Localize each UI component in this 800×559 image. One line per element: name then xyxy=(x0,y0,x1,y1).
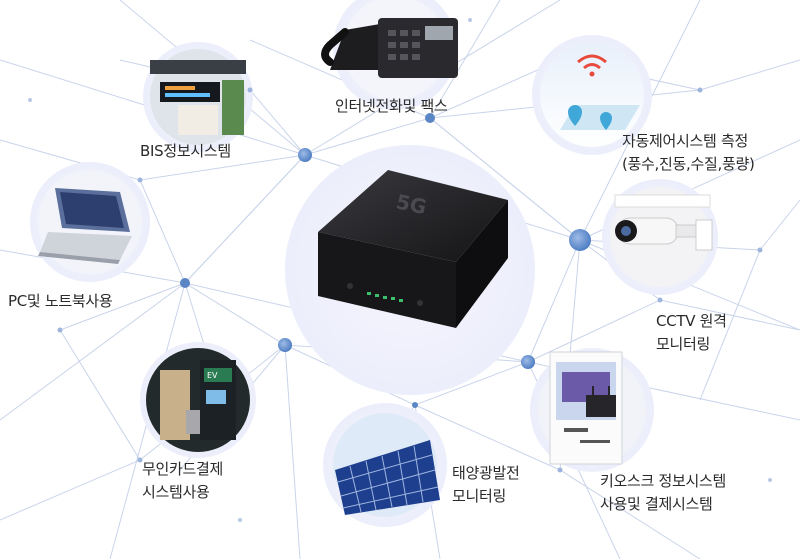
label-payment-line2: 시스템사용 xyxy=(142,483,210,502)
label-kiosk: 키오스크 정보시스템 사용및 결제시스템 xyxy=(600,470,726,517)
svg-text:EV: EV xyxy=(207,371,218,380)
label-automation-line1: 자동제어시스템 측정 xyxy=(622,132,748,150)
label-solar-line2: 모니터링 xyxy=(452,487,507,506)
label-kiosk-line2: 사용및 결제시스템 xyxy=(600,495,713,514)
label-pc-line: PC및 노트북사용 xyxy=(8,292,113,310)
laptop-icon xyxy=(38,170,142,274)
network-dots xyxy=(28,18,772,522)
5g-router-device: 5G xyxy=(318,170,508,328)
label-cctv-line1: CCTV 원격 xyxy=(656,312,727,330)
label-payment-line1: 무인카드결제 xyxy=(142,460,224,478)
label-automation-line2: (풍수,진동,수질,풍량) xyxy=(622,155,755,174)
label-bis-line: BIS정보시스템 xyxy=(140,142,231,160)
ev-charger-icon: EV xyxy=(146,348,250,452)
label-voip: 인터넷전화및 팩스 xyxy=(335,95,448,118)
label-voip-line: 인터넷전화및 팩스 xyxy=(335,97,448,115)
bus-info-display-icon xyxy=(150,49,246,145)
label-cctv-line2: 모니터링 xyxy=(656,335,711,354)
solar-panel-icon xyxy=(333,413,440,517)
wifi-map-pin-icon xyxy=(540,43,644,147)
label-pc: PC및 노트북사용 xyxy=(8,290,113,313)
label-cctv: CCTV 원격 모니터링 xyxy=(656,310,727,357)
cctv-camera-icon xyxy=(610,187,713,287)
label-solar: 태양광발전 모니터링 xyxy=(452,462,520,509)
desk-phone-icon xyxy=(321,0,458,100)
kiosk-icon xyxy=(538,351,646,465)
label-automation: 자동제어시스템 측정 (풍수,진동,수질,풍량) xyxy=(622,130,755,177)
label-solar-line1: 태양광발전 xyxy=(452,464,520,482)
label-bis: BIS정보시스템 xyxy=(140,140,231,163)
label-payment: 무인카드결제 시스템사용 xyxy=(142,458,223,505)
label-kiosk-line1: 키오스크 정보시스템 xyxy=(600,472,726,490)
